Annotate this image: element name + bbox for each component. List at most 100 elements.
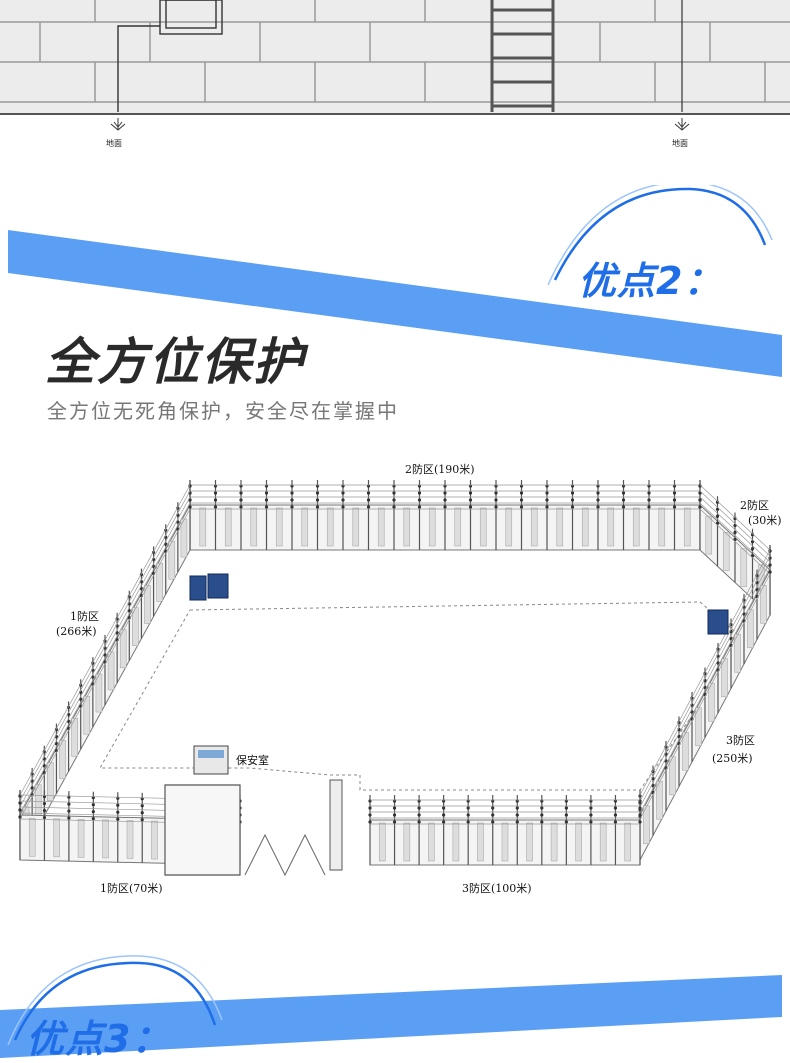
fence-top-insulator	[443, 505, 447, 509]
fence-top-insulator	[417, 498, 422, 502]
fence-top-panel	[607, 507, 615, 547]
fence-bottom-right-insulator	[417, 806, 421, 810]
fence-bottom-right-insulator	[466, 806, 470, 810]
fence-bottom-right-insulator	[392, 813, 397, 817]
fence-top-insulator	[443, 491, 447, 495]
fence-bottom-right-insulator	[540, 806, 544, 810]
fence-bottom-right-insulator	[613, 806, 618, 810]
fence-top-insulator	[647, 498, 651, 502]
fence-bottom-left-insulator	[140, 811, 144, 815]
fence-top-panel	[224, 507, 232, 547]
fence-bottom-right-insulator	[564, 806, 568, 810]
fence-right-panel	[695, 707, 702, 747]
fence-right-upper-wire	[699, 502, 771, 569]
fence-bottom-left-insulator	[116, 817, 120, 821]
headline-subtitle: 全方位无死角保护，安全尽在掌握中	[47, 399, 399, 423]
fence-bottom-right-insulator	[491, 806, 495, 810]
fence-right-wire	[639, 573, 771, 820]
fence-bottom-left-panel	[53, 818, 60, 858]
fence-left-panel	[132, 607, 139, 646]
fence-bottom-left-insulator	[18, 801, 22, 805]
fence-left-wire	[19, 490, 191, 802]
zone-3-bottom-label: 3防区(100米)	[462, 882, 532, 895]
fence-bottom-right-insulator	[564, 820, 568, 824]
fence-left-insulator	[30, 786, 34, 790]
fence-bottom-left-panel	[28, 817, 36, 857]
fence-top-insulator	[264, 498, 269, 502]
fence-bottom-left-panel	[102, 819, 109, 859]
fence-left-panel	[59, 740, 66, 779]
fence-top-insulator	[290, 498, 294, 502]
fence-top-insulator	[468, 498, 473, 502]
blue-band-decoration	[8, 185, 782, 377]
fence-right-wire	[639, 555, 771, 802]
pulse-controller-1	[189, 575, 207, 601]
fence-right-upper-wire	[699, 508, 771, 575]
fence-top-insulator	[443, 498, 447, 502]
fence-bottom-right-insulator	[368, 813, 372, 817]
fence-bottom-right-insulator	[515, 813, 519, 817]
patrol-path	[99, 601, 746, 791]
fence-bottom-right-panel	[378, 822, 386, 862]
fence-bottom-left-insulator	[18, 808, 22, 812]
fence-bottom-right-insulator	[392, 806, 397, 810]
fence-left-panel	[119, 629, 127, 669]
fence-top-insulator	[341, 505, 345, 509]
fence-right-wire	[639, 549, 771, 796]
fence-right-panel	[682, 731, 689, 771]
fence-left-panel	[47, 762, 54, 801]
fence-top-panel	[556, 507, 564, 547]
brick-wall-illustration	[0, 0, 790, 115]
fence-right-upper-panel	[740, 548, 748, 587]
zone-3-right-length: (250米)	[712, 752, 753, 765]
fence-right-upper-wire	[699, 496, 771, 563]
fence-bottom-right-insulator	[589, 806, 593, 810]
fence-right-insulator	[768, 570, 772, 574]
fence-bottom-left-panel	[151, 820, 158, 860]
fence-top-insulator	[545, 498, 549, 502]
fence-top-insulator	[239, 498, 243, 502]
ground-label-right: 地面	[672, 139, 688, 148]
fence-left-insulator	[164, 542, 168, 546]
fence-right-upper-insulator	[698, 505, 702, 509]
fence-right-panel	[760, 584, 767, 624]
zone-2-top-label: 2防区(190米)	[405, 463, 475, 476]
fence-top-insulator	[494, 505, 498, 509]
fence-right-upper-wire	[699, 490, 771, 557]
fence-top-insulator	[366, 491, 371, 495]
fence-left-insulator	[115, 631, 119, 635]
fence-left-wire	[19, 502, 191, 814]
fence-left-insulator	[176, 520, 180, 524]
fence-left-insulator	[188, 505, 192, 509]
zone-1-left-length: (266米)	[56, 625, 97, 638]
fence-top-insulator	[315, 491, 320, 495]
guard-room-label: 保安室	[236, 754, 269, 767]
fence-top-insulator	[596, 505, 600, 509]
fence-top-insulator	[315, 505, 320, 509]
fence-bottom-left-insulator	[91, 810, 95, 814]
fence-top-panel	[275, 507, 283, 547]
fence-top-insulator	[417, 505, 422, 509]
fence-bottom-right-panel	[599, 822, 607, 862]
fence-top-insulator	[239, 491, 243, 495]
guard-room-building	[164, 784, 241, 876]
fence-left-panel	[71, 718, 78, 757]
headline-title: 全方位保护	[45, 333, 305, 391]
fence-bottom-right-insulator	[540, 820, 544, 824]
alarm-host-screen	[198, 750, 224, 758]
fence-bottom-right-insulator	[392, 820, 397, 824]
fence-top-panel	[479, 507, 487, 547]
fence-bottom-right-insulator	[638, 820, 642, 824]
fence-top-insulator	[213, 505, 218, 509]
fence-right-panel	[708, 682, 715, 722]
fence-bottom-right-insulator	[638, 806, 642, 810]
fence-top-insulator	[239, 505, 243, 509]
pulse-controller-3	[707, 609, 729, 635]
fence-bottom-left-insulator	[67, 809, 71, 813]
fence-right-upper-wire	[699, 484, 771, 551]
fence-top-insulator	[290, 505, 294, 509]
fence-top-insulator	[392, 505, 396, 509]
fence-left-panel	[168, 540, 176, 580]
fence-left-insulator	[79, 697, 83, 701]
fence-top-insulator	[290, 491, 294, 495]
